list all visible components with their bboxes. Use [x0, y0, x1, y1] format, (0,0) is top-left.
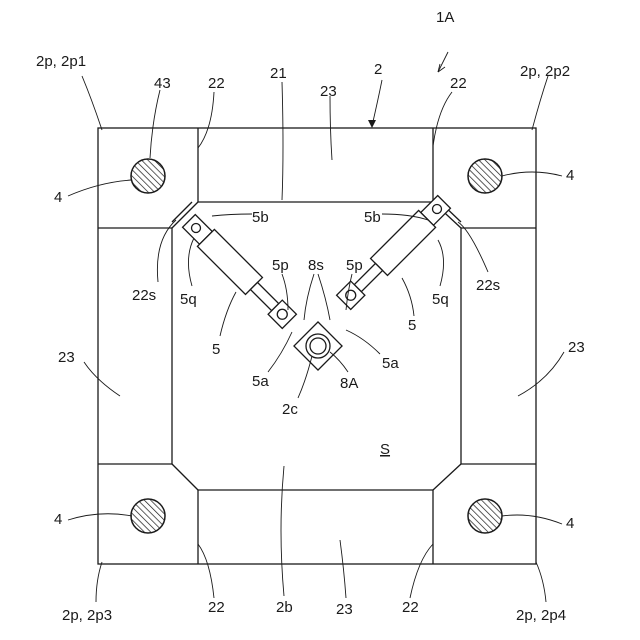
- label-4-bl: 4: [54, 511, 62, 528]
- left-cylinder-barrel: [197, 229, 262, 294]
- leader-5-right: [402, 278, 414, 316]
- label-2: 2: [374, 61, 382, 78]
- right-beam-outline: [461, 228, 536, 464]
- leader-5b-left: [212, 214, 252, 216]
- leader-23-bottom: [340, 540, 346, 598]
- frame-arrow: [368, 120, 376, 128]
- chamfer-tl-inner: [172, 202, 192, 222]
- leader-8s-b: [318, 274, 330, 320]
- leader-22s-left: [157, 220, 176, 282]
- label-8s: 8s: [308, 257, 324, 274]
- label-5p-left: 5p: [272, 257, 289, 274]
- label-2b: 2b: [276, 599, 293, 616]
- label-5-left: 5: [212, 341, 220, 358]
- leader-22s-right: [458, 222, 488, 272]
- leader-2p2: [532, 76, 548, 130]
- leader-2: [372, 80, 382, 126]
- label-23-right: 23: [568, 339, 585, 356]
- label-23-bottom: 23: [336, 601, 353, 618]
- leader-2p4: [536, 562, 546, 602]
- label-22-br: 22: [402, 599, 419, 616]
- reference-labels: 1A 2 2p, 2p1 2p, 2p2 2p, 2p3 2p, 2p4 43 …: [36, 9, 585, 624]
- left-beam-outline: [98, 228, 172, 464]
- leader-5a-right: [346, 330, 380, 354]
- label-23-left: 23: [58, 349, 75, 366]
- chamfer-br: [433, 464, 461, 490]
- leader-22-tl: [198, 92, 214, 148]
- leader-4-tl: [68, 180, 132, 196]
- leader-5q-right: [438, 240, 444, 286]
- leader-2b: [281, 466, 284, 596]
- leader-2p3: [96, 562, 102, 602]
- left-piston-rod: [250, 282, 278, 310]
- label-4-tr: 4: [566, 167, 574, 184]
- leader-4-br: [502, 515, 562, 524]
- label-2p1: 2p, 2p1: [36, 53, 86, 70]
- label-5p-right: 5p: [346, 257, 363, 274]
- label-21: 21: [270, 65, 287, 82]
- label-5-right: 5: [408, 317, 416, 334]
- pin-bottom-left: [131, 499, 165, 533]
- leader-8s-a: [304, 274, 314, 320]
- leader-23-right: [518, 352, 564, 396]
- label-22-bl: 22: [208, 599, 225, 616]
- label-2p3: 2p, 2p3: [62, 607, 112, 624]
- leader-2c: [298, 356, 312, 398]
- leader-21: [282, 82, 283, 200]
- label-S: S: [380, 441, 390, 458]
- label-22s-left: 22s: [132, 287, 156, 304]
- leader-43: [150, 90, 160, 158]
- leader-22-tr: [433, 92, 452, 146]
- label-8A: 8A: [340, 375, 358, 392]
- center-joint: [294, 322, 342, 370]
- label-22s-right: 22s: [476, 277, 500, 294]
- label-2p4: 2p, 2p4: [516, 607, 566, 624]
- label-5b-right: 5b: [364, 209, 381, 226]
- label-23-top: 23: [320, 83, 337, 100]
- label-43: 43: [154, 75, 171, 92]
- leader-22-bl: [198, 544, 214, 598]
- pin-bottom-right: [468, 499, 502, 533]
- leader-2p1: [82, 76, 102, 130]
- bottom-beam-outline: [198, 490, 433, 564]
- leader-4-tr: [502, 172, 562, 176]
- joint-block: [294, 322, 342, 370]
- leader-4-bl: [68, 514, 132, 520]
- label-5q-right: 5q: [432, 291, 449, 308]
- label-2c: 2c: [282, 401, 298, 418]
- label-22-tr: 22: [450, 75, 467, 92]
- label-5a-right: 5a: [382, 355, 399, 372]
- leader-23-left: [84, 362, 120, 396]
- leader-1A: [438, 52, 448, 72]
- label-4-tl: 4: [54, 189, 62, 206]
- pin-top-right: [468, 159, 502, 193]
- leader-5-left: [220, 292, 236, 336]
- leader-22-br: [410, 544, 433, 598]
- label-1A: 1A: [436, 9, 454, 26]
- label-4-br: 4: [566, 515, 574, 532]
- top-beam-outline: [198, 128, 433, 202]
- leader-5q-left: [188, 238, 194, 286]
- pin-top-left: [131, 159, 165, 193]
- label-22-tl: 22: [208, 75, 225, 92]
- chamfer-bl: [172, 464, 198, 490]
- label-5b-left: 5b: [252, 209, 269, 226]
- label-5a-left: 5a: [252, 373, 269, 390]
- leader-5a-left: [268, 332, 292, 372]
- label-2p2: 2p, 2p2: [520, 63, 570, 80]
- label-5q-left: 5q: [180, 291, 197, 308]
